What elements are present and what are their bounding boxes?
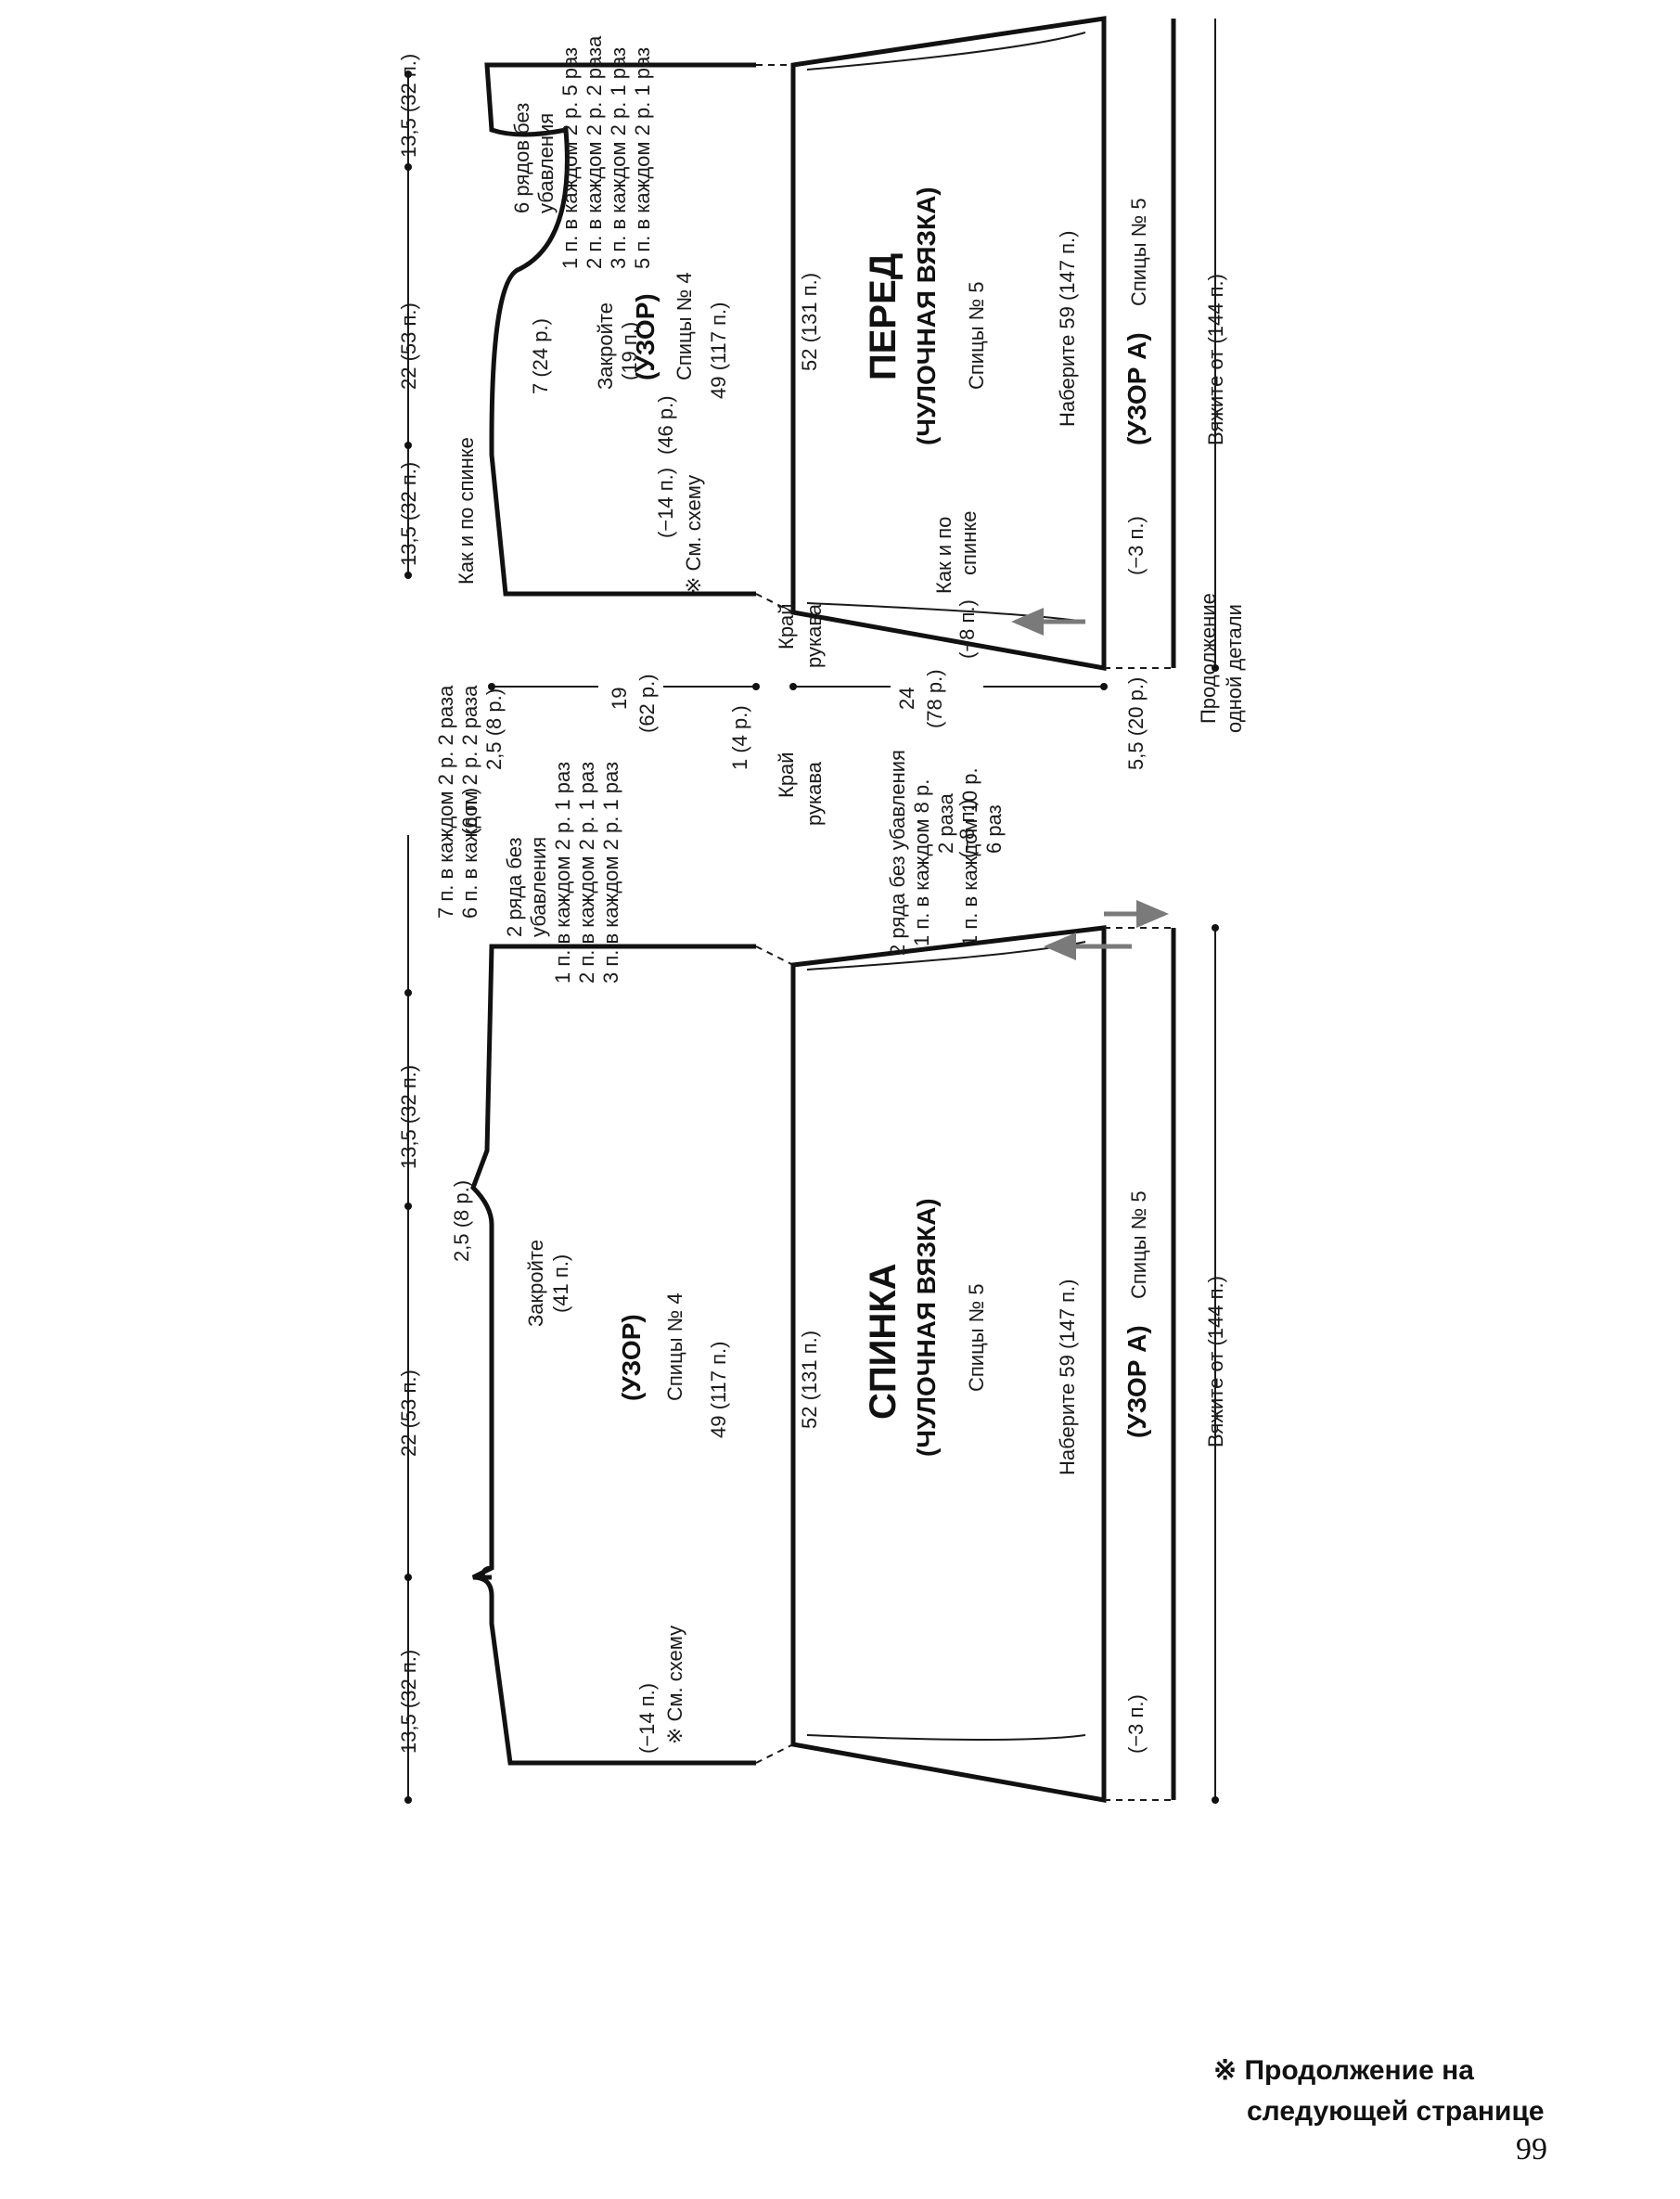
- back-body-dec-2: 1 п. в каждом 8 р.: [910, 779, 933, 946]
- back-body-dec-4: 1 п. в каждом 10 р.: [958, 767, 981, 946]
- back-piece: 13,5 (32 п.) 22 (53 п.) 13,5 (32 п.) В: [397, 685, 1227, 1804]
- back-needles-rib: Спицы № 5: [1127, 1190, 1150, 1299]
- page-number: 99: [1516, 2132, 1547, 2167]
- front-width-body: 52 (131 п.): [798, 273, 821, 371]
- front-neck-depth: 7 (24 р.): [529, 318, 552, 394]
- front-as-back: Как и по спинке: [455, 437, 478, 585]
- back-sleeve-edge-1: Край: [775, 752, 798, 798]
- front-neck-close-2: (19 п.): [618, 322, 641, 380]
- front-top-dim-right: 13,5 (32 п.): [397, 54, 420, 158]
- back-neck-dec-5: 3 п. в каждом 2 р. 1 раз: [599, 762, 622, 984]
- front-top-dim-left: 13,5 (32 п.): [397, 462, 420, 566]
- front-see-chart: ※ См. схему: [682, 475, 705, 594]
- h-transition: 1 (4 р.): [728, 705, 751, 770]
- back-neck-dec-3: 1 п. в каждом 2 р. 1 раз: [551, 762, 574, 984]
- front-top-dim-mid: 22 (53 п.): [397, 302, 420, 390]
- h-shoulder: 2,5 (8 р.): [482, 688, 506, 770]
- front-neck-dec-5: 3 п. в каждом 2 р. 1 раз: [607, 47, 630, 269]
- front-neck-dec-6: 5 п. в каждом 2 р. 1 раз: [631, 47, 654, 269]
- height-column: 2,5 (8 р.) 19 (62 р.) 1 (4 р.) 24 (78 р.…: [482, 593, 1246, 770]
- front-knit-from: Вяжите от (144 п.): [1204, 274, 1227, 445]
- continuation-2: одной детали: [1223, 604, 1246, 733]
- footnote-line2: следующей странице: [1247, 2096, 1545, 2127]
- front-title: ПЕРЕД: [863, 253, 904, 380]
- front-neck-dec-4: 2 п. в каждом 2 р. 2 раза: [583, 35, 606, 269]
- back-width-top: 49 (117 п.): [707, 1342, 730, 1438]
- front-subtitle: (ЧУЛОЧНАЯ ВЯЗКА): [912, 186, 941, 445]
- back-yoke-pattern: (УЗОР): [617, 1314, 646, 1401]
- h-body-2: (78 р.): [923, 669, 946, 728]
- back-rib-pattern: (УЗОР A): [1122, 1325, 1151, 1438]
- front-yoke-pattern: (УЗОР): [631, 293, 660, 380]
- back-needles-body: Спицы № 5: [965, 1283, 988, 1392]
- back-body-dec-5: 6 раз: [982, 804, 1006, 854]
- front-sleeve-edge-1: Край: [775, 603, 798, 649]
- front-cast-on: Наберите 59 (147 п.): [1056, 231, 1079, 428]
- front-body-outline: [790, 16, 1107, 671]
- back-neck-depth: 2,5 (8 р.): [450, 1180, 473, 1262]
- front-as-back-lower-2: спинке: [957, 511, 981, 575]
- back-top-dim-right: 13,5 (32 п.): [397, 1065, 420, 1169]
- front-neck-close-1: Закройте: [594, 302, 617, 390]
- front-piece: 13,5 (32 п.) 22 (53 п.) 13,5 (32 п.) Вяж…: [397, 16, 1227, 672]
- h-rib: 5,5 (20 р.): [1124, 677, 1148, 770]
- back-knit-from: Вяжите от (144 п.): [1204, 1276, 1227, 1447]
- back-shoulder-dec-2: 6 п. в каждом 2 р. 2 раза: [458, 685, 481, 919]
- back-cast-on: Наберите 59 (147 п.): [1056, 1280, 1079, 1476]
- back-neck-dec-1: 2 ряда без: [503, 837, 526, 937]
- back-sleeve-edge-2: рукава: [802, 761, 826, 826]
- h-armhole-1: 19: [608, 688, 631, 710]
- back-top-dim-mid: 22 (53 п.): [397, 1370, 420, 1457]
- back-see-chart: ※ См. схему: [663, 1626, 686, 1744]
- front-neck-dec-1: 6 рядов без: [510, 103, 533, 213]
- front-sleeve-edge-2: рукава: [802, 603, 826, 668]
- front-neck-dec-2: убавления: [534, 113, 558, 213]
- back-width-body: 52 (131 п.): [798, 1331, 821, 1429]
- back-neck-dec-2: убавления: [527, 837, 550, 937]
- back-needles-yoke: Спицы № 4: [663, 1292, 686, 1401]
- front-needles-rib: Спицы № 5: [1127, 198, 1150, 306]
- back-neck-dec-4: 2 п. в каждом 2 р. 1 раз: [575, 762, 598, 984]
- back-dec-side: (−14 п.): [635, 1683, 659, 1754]
- front-rib-pattern: (УЗОР A): [1122, 332, 1151, 445]
- front-neck-rows: (46 р.): [654, 395, 677, 455]
- back-title: СПИНКА: [863, 1263, 904, 1420]
- h-body-1: 24: [895, 688, 918, 710]
- back-body-dec-3: 2 раза: [934, 792, 957, 854]
- front-width-top: 49 (117 п.): [707, 302, 730, 399]
- continuation-1: Продолжение: [1197, 593, 1220, 724]
- footnote: ※ Продолжение на следующей странице: [1213, 2051, 1545, 2132]
- front-yoke-outline: [484, 62, 756, 597]
- footnote-line1: Продолжение на: [1244, 2055, 1474, 2086]
- front-dec-side: (−14 п.): [654, 468, 677, 538]
- back-dec-8: (−8 п.): [955, 799, 979, 858]
- back-subtitle: (ЧУЛОЧНАЯ ВЯЗКА): [912, 1198, 941, 1457]
- front-needles-body: Спицы № 5: [965, 281, 988, 390]
- front-as-back-lower-1: Как и по: [932, 517, 955, 594]
- back-shoulder-dec-1: 7 п. в каждом 2 р. 2 раза: [434, 685, 457, 919]
- back-top-dim-left: 13,5 (32 п.): [397, 1650, 420, 1754]
- back-neck-close-1: Закройте: [524, 1240, 547, 1327]
- front-needles-yoke: Спицы № 4: [673, 272, 696, 380]
- h-armhole-2: (62 р.): [635, 674, 659, 733]
- footnote-symbol: ※: [1213, 2055, 1238, 2086]
- back-body-dec-1: 2 ряда без убавления: [886, 750, 909, 956]
- front-dec-bottom: (−3 п.): [1124, 516, 1148, 575]
- back-dec-bottom: (−3 п.): [1124, 1694, 1148, 1754]
- back-neck-close-2: (41 п.): [549, 1254, 572, 1313]
- front-neck-dec-3: 1 п. в каждом 2 р. 5 раз: [558, 47, 582, 269]
- front-dec-8: (−8 п.): [955, 599, 979, 659]
- back-shoulder-dec-3: (6 п.): [458, 788, 481, 835]
